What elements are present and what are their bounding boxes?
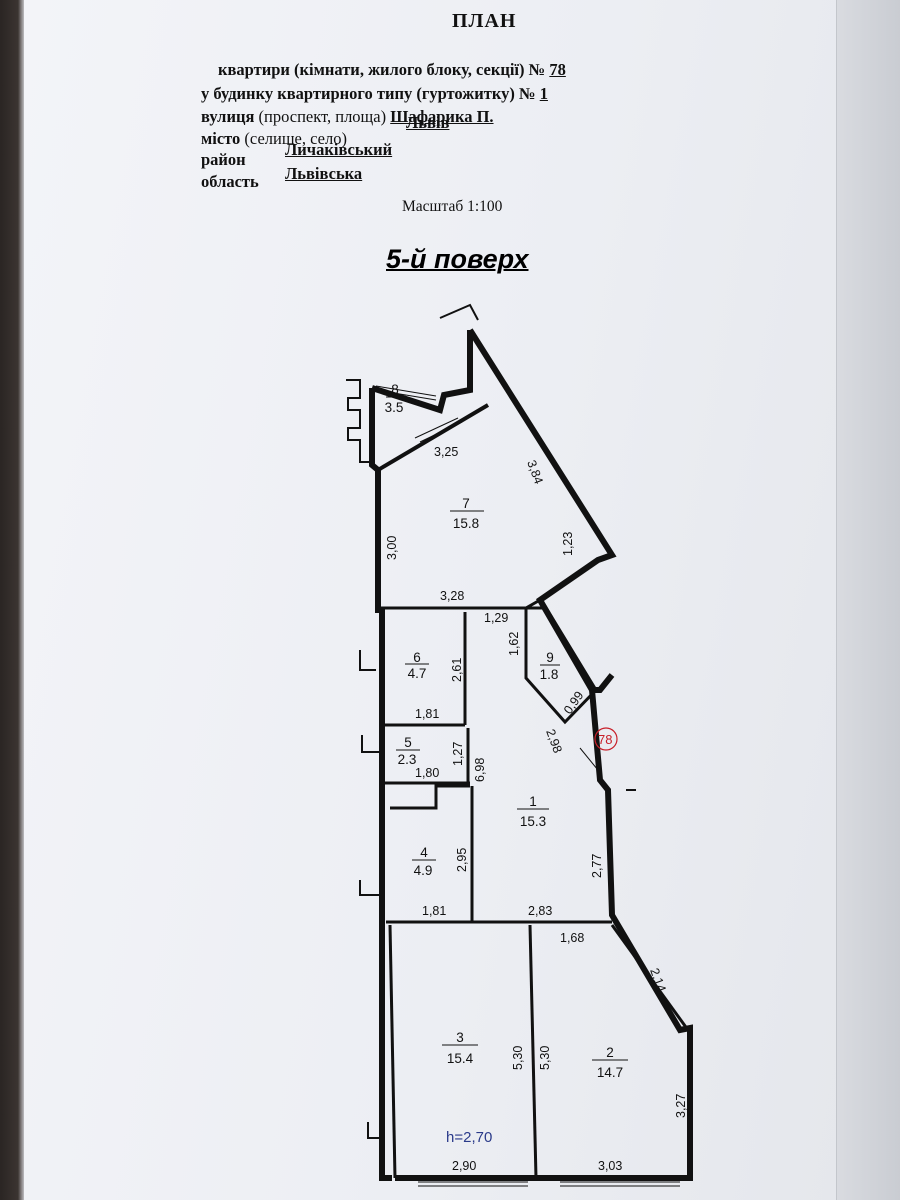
page-edge (836, 0, 900, 1200)
svg-text:3.5: 3.5 (385, 400, 404, 415)
outer-wall-right-lower (395, 689, 693, 1181)
dim-room2-top: 1,68 (560, 931, 584, 945)
room-labels: 8 3.5 7 15.8 6 4.7 9 1.8 5 2.3 1 15.3 (385, 382, 628, 1080)
entrance-door (579, 747, 603, 776)
svg-text:15.3: 15.3 (520, 814, 546, 829)
header-line-city: місто (селище, село) (201, 129, 347, 148)
header-line-district: район (201, 150, 246, 169)
dim-room5-bottom: 1,80 (415, 766, 439, 780)
door-room8 (414, 417, 459, 439)
svg-text:3: 3 (456, 1030, 464, 1045)
outer-wall-top (371, 330, 473, 414)
svg-text:9: 9 (546, 650, 554, 665)
wall-stub-top (439, 303, 479, 321)
scale-label: Масштаб 1:100 (402, 198, 503, 215)
outer-wall-left (369, 388, 392, 1181)
room-2: 2 14.7 (592, 1045, 628, 1080)
svg-text:7: 7 (462, 496, 470, 511)
svg-text:6: 6 (413, 650, 421, 665)
svg-text:8: 8 (391, 382, 399, 397)
header-line-region: область (201, 172, 259, 191)
dim-room4-bottom: 1,81 (422, 904, 446, 918)
dim-room2-right: 3,27 (674, 1094, 688, 1118)
dim-room7-right: 1,23 (561, 532, 575, 556)
wall-stub-left-2 (361, 735, 380, 753)
document-title: ПЛАН (452, 10, 517, 32)
district-value: Личаківський (285, 140, 393, 159)
header-line-street: вулиця (проспект, площа) Шафарика П. (201, 107, 494, 126)
outer-wall-right (467, 328, 617, 693)
svg-text:15.8: 15.8 (453, 516, 479, 531)
wall-stub-left-3 (359, 880, 380, 896)
wall-stub-top-left (346, 379, 372, 463)
ceiling-height-note: h=2,70 (446, 1129, 492, 1146)
svg-text:2.3: 2.3 (398, 752, 417, 767)
svg-text:15.4: 15.4 (447, 1051, 474, 1066)
wall-room3-left (388, 924, 397, 1179)
wall-room4-top (390, 784, 470, 810)
city-value: Львів (406, 113, 450, 132)
svg-text:14.7: 14.7 (597, 1065, 623, 1080)
windows (375, 385, 680, 1187)
dim-room3-bottom: 2,90 (452, 1159, 476, 1173)
header-line-building: у будинку квартирного типу (гуртожитку) … (201, 84, 548, 103)
wall-room3-2-divider (528, 924, 538, 1179)
svg-text:4.7: 4.7 (408, 666, 427, 681)
dim-room4-right: 2,95 (455, 848, 469, 872)
room-3: 3 15.4 (442, 1030, 478, 1066)
plan-walls (346, 303, 693, 1181)
wall-stub-left-4 (367, 1122, 384, 1139)
apartment-marker: 78 (594, 727, 618, 751)
dim-room1-bottom: 2,83 (528, 904, 552, 918)
dim-room3-right: 5,30 (511, 1046, 525, 1070)
room-7: 7 15.8 (450, 496, 484, 531)
building-number: 1 (539, 84, 548, 103)
svg-text:2: 2 (606, 1045, 614, 1060)
dim-room8-bottom: 3,25 (434, 445, 458, 459)
wall-room2-right (610, 924, 690, 1031)
room-6: 6 4.7 (405, 650, 429, 681)
dim-room5-right: 1,27 (451, 742, 465, 766)
dim-room7-left: 3,00 (385, 536, 399, 560)
room-9: 9 1.8 (540, 650, 560, 682)
svg-text:4.9: 4.9 (414, 863, 433, 878)
svg-text:4: 4 (420, 845, 428, 860)
city-value-wrap: Львів (406, 113, 449, 133)
dim-room1-diag: 2,98 (543, 727, 564, 755)
dim-room6-bottom: 1,81 (415, 707, 439, 721)
wall-room9 (524, 605, 598, 725)
dim-room9-left: 1,62 (507, 632, 521, 656)
svg-text:5: 5 (404, 735, 412, 750)
room-8: 8 3.5 (385, 382, 404, 415)
svg-text:1: 1 (529, 794, 537, 809)
header-line-apartment: квартири (кімнати, жилого блоку, секції)… (218, 60, 566, 79)
room-1: 1 15.3 (517, 794, 549, 829)
wall-room7-inner (376, 472, 542, 610)
street-value: Шафарика П. (390, 107, 494, 126)
district-value-wrap: Личаківський (285, 140, 392, 160)
dim-room2-left: 5,30 (538, 1046, 552, 1070)
plan-header: ПЛАН квартири (кімнати, жилого блоку, се… (0, 0, 860, 230)
apartment-marker-circle (594, 727, 618, 751)
document-sheet (24, 0, 900, 1200)
room-5: 5 2.3 (396, 735, 420, 767)
svg-text:78: 78 (598, 732, 612, 747)
region-value: Львівська (285, 164, 363, 183)
wall-room8-7 (376, 403, 490, 472)
dim-room1-right: 2,77 (590, 854, 604, 878)
dim-room1-top: 1,29 (484, 611, 508, 625)
dim-room6-right: 2,61 (450, 658, 464, 682)
svg-text:1.8: 1.8 (540, 667, 559, 682)
wall-stub-left-1 (359, 650, 376, 671)
floor-title: 5-й поверх (386, 244, 529, 274)
dim-room7-diag: 3,84 (524, 458, 545, 486)
dim-room1-left: 6,98 (473, 758, 487, 782)
balcony-window (375, 385, 437, 397)
apartment-number: 78 (549, 60, 566, 79)
region-value-wrap: Львівська (285, 164, 362, 184)
dim-room7-bottom: 3,28 (440, 589, 464, 603)
dim-room2-bottom: 3,03 (598, 1159, 622, 1173)
room-4: 4 4.9 (412, 845, 436, 878)
